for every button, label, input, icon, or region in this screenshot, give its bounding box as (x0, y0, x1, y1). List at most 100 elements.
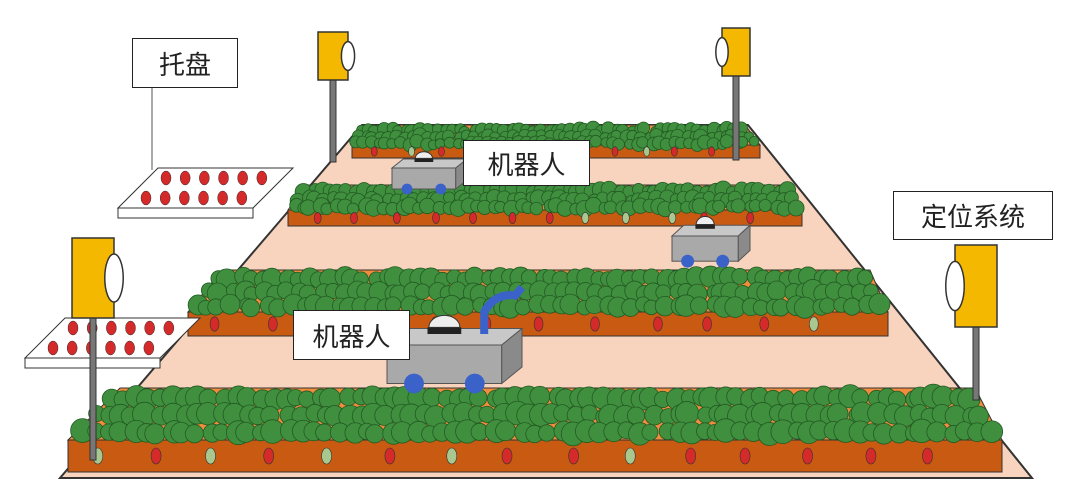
strawberry (313, 212, 322, 224)
post-top-left (317, 31, 356, 163)
robot-body (671, 235, 739, 262)
strawberry-plant (626, 406, 646, 425)
strawberry (469, 212, 477, 224)
camera-base (695, 224, 715, 229)
strawberry-plant (365, 424, 385, 444)
strawberry-plant (668, 200, 683, 215)
strawberry-plant (514, 299, 532, 316)
strawberry (263, 447, 275, 465)
post-pole (732, 75, 740, 161)
strawberry (125, 320, 136, 336)
strawberry (653, 316, 663, 332)
strawberry (624, 447, 636, 465)
strawberry (590, 316, 600, 332)
strawberry (746, 212, 754, 224)
strawberry-plant (559, 293, 581, 315)
wheel (401, 183, 413, 195)
wheel (404, 373, 424, 394)
robot-small-middle (670, 216, 752, 268)
strawberry (160, 170, 172, 186)
strawberry-plant (414, 283, 431, 300)
strawberry (140, 190, 152, 206)
strawberry-plant (843, 297, 862, 316)
strawberry-plant (580, 404, 598, 422)
strawberry-plant (456, 297, 475, 316)
robot-side (501, 327, 523, 385)
strawberry (759, 316, 770, 332)
strawberry (809, 316, 819, 332)
strawberry (268, 316, 278, 332)
strawberry (702, 316, 712, 332)
strawberry-plant (712, 199, 726, 213)
strawberry (922, 447, 933, 465)
strawberry (568, 447, 579, 465)
strawberry (671, 146, 678, 157)
wheel (435, 183, 447, 195)
strawberry (217, 190, 228, 206)
strawberry-plant (419, 197, 436, 215)
post-front-left (71, 237, 124, 461)
strawberry (124, 340, 135, 356)
strawberry (739, 447, 751, 465)
strawberry (237, 170, 248, 186)
strawberry (256, 170, 268, 186)
wheel (716, 254, 730, 268)
strawberry (370, 146, 378, 157)
strawberry-plant (584, 196, 602, 214)
post-pole (972, 326, 980, 401)
strawberry (708, 146, 715, 157)
strawberry-bed (66, 383, 1004, 473)
strawberry (205, 447, 216, 465)
strawberry (236, 190, 248, 206)
strawberry-plant (674, 401, 700, 426)
camera-base (427, 327, 462, 334)
strawberry (218, 170, 229, 186)
strawberry-bed (287, 180, 805, 227)
strawberry-plant (691, 197, 709, 215)
strawberry-plant (787, 199, 805, 217)
strawberry (508, 212, 517, 224)
strawberry-plant (219, 293, 241, 315)
strawberry (622, 212, 630, 224)
robot-side (737, 224, 751, 263)
strawberry-plant (819, 297, 836, 314)
strawberry (163, 320, 175, 336)
camera-dome-icon (428, 314, 461, 328)
robot-body (391, 167, 457, 190)
strawberry (66, 340, 78, 356)
strawberry (581, 212, 590, 224)
strawberry-plant (758, 198, 772, 213)
strawberry (198, 190, 209, 206)
strawberry-plant (589, 134, 602, 148)
strawberry (143, 340, 155, 356)
strawberry (179, 170, 191, 186)
sensor-lens-icon (340, 40, 356, 72)
strawberry-plant (495, 420, 516, 442)
strawberry (545, 212, 554, 224)
strawberry-plant (856, 269, 873, 286)
strawberry-plant (766, 280, 787, 301)
post-front-right (945, 244, 998, 401)
strawberry (150, 447, 162, 465)
robot-arm (480, 284, 526, 334)
bed-front (67, 439, 1003, 473)
strawberry (105, 340, 116, 356)
tray-side (117, 207, 254, 219)
strawberry (159, 190, 171, 206)
tray-label: 托盘 (132, 38, 238, 88)
strawberry-plant (730, 198, 746, 214)
strawberry (199, 170, 210, 186)
strawberry (446, 447, 458, 465)
strawberry (393, 212, 401, 224)
strawberry-plant (719, 134, 734, 149)
strawberry-plant (748, 136, 760, 147)
positioning-device (71, 237, 115, 319)
strawberry (106, 320, 117, 336)
strawberry (432, 212, 440, 224)
strawberry (408, 146, 415, 157)
strawberry-plant (529, 201, 544, 216)
sensor-lens-icon (715, 36, 729, 68)
strawberry-plant (603, 200, 618, 215)
strawberry-plant (926, 421, 948, 443)
